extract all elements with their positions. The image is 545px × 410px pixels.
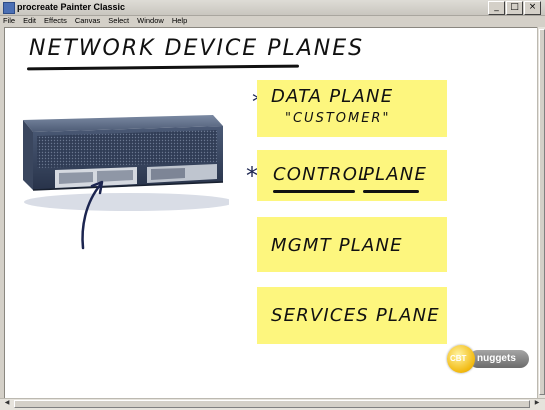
data-plane-note: DATA PLANE "CUSTOMER"	[257, 80, 447, 137]
mgmt-plane-label: MGMT PLANE	[271, 235, 403, 256]
maximize-button[interactable]: □	[506, 1, 523, 15]
scroll-right-icon[interactable]: ▶	[534, 400, 540, 406]
star-icon: *	[246, 162, 258, 190]
slide-heading: NETWORK DEVICE PLANES	[29, 36, 365, 61]
minimize-button[interactable]: _	[488, 1, 505, 15]
menu-canvas[interactable]: Canvas	[74, 16, 101, 25]
mgmt-plane-note: MGMT PLANE	[257, 217, 447, 272]
arrow-icon	[81, 180, 104, 250]
menu-select[interactable]: Select	[108, 16, 130, 25]
control-underline	[273, 190, 355, 193]
horizontal-scrollbar[interactable]: ◀ ▶	[0, 398, 545, 410]
window-title: procreate Painter Classic	[17, 2, 126, 12]
menu-help[interactable]: Help	[171, 16, 188, 25]
drawing-canvas[interactable]: NETWORK DEVICE PLANES	[4, 27, 539, 400]
data-plane-label: DATA PLANE	[271, 86, 394, 107]
vertical-scroll-thumb[interactable]	[539, 29, 545, 395]
menu-window[interactable]: Window	[137, 16, 164, 25]
cbt-nuggets-logo: CBT nuggets	[447, 345, 531, 373]
window-controls: _ □ ×	[488, 1, 541, 15]
vertical-scrollbar[interactable]	[537, 27, 545, 398]
menu-edit[interactable]: Edit	[23, 16, 37, 25]
logo-suffix: nuggets	[477, 353, 516, 364]
router-image	[23, 115, 229, 211]
control-plane-label: PLANE	[363, 164, 428, 185]
menu-effects[interactable]: Effects	[44, 16, 67, 25]
menu-file[interactable]: File	[3, 16, 16, 25]
logo-prefix: CBT	[450, 354, 467, 363]
control-label: CONTROL	[273, 164, 370, 185]
close-button[interactable]: ×	[524, 1, 541, 15]
scroll-left-icon[interactable]: ◀	[4, 400, 10, 406]
services-plane-note: SERVICES PLANE	[257, 287, 447, 344]
app-icon[interactable]	[3, 2, 15, 14]
control-plane-note: CONTROL PLANE	[257, 150, 447, 201]
horizontal-scroll-thumb[interactable]	[14, 400, 530, 408]
services-plane-label: SERVICES PLANE	[271, 305, 440, 326]
title-bar: procreate Painter Classic _ □ ×	[0, 0, 545, 16]
plane-underline	[363, 190, 419, 193]
customer-label: "CUSTOMER"	[285, 111, 391, 126]
heading-underline	[26, 64, 300, 71]
menu-bar: File Edit Effects Canvas Select Window Help	[0, 15, 545, 27]
